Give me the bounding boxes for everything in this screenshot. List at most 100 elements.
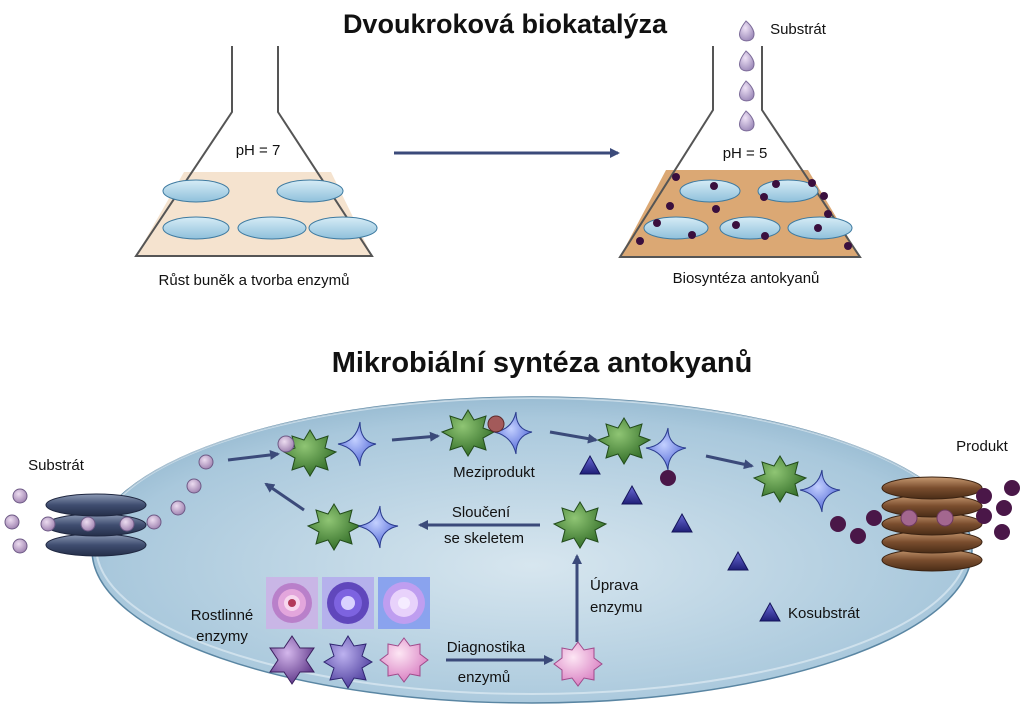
cell (237, 216, 307, 240)
product-dot (712, 205, 720, 213)
product-dot (761, 232, 769, 240)
plant-enzyme-icon (379, 637, 429, 683)
cell (276, 179, 344, 203)
product-in-channel (936, 509, 954, 527)
cosubstrate-triangle (671, 512, 693, 533)
left-flask-outline (134, 46, 374, 257)
cosubstrate-legend-triangle (759, 601, 781, 622)
pathway-arrows (227, 430, 754, 665)
green-enzyme-icon (752, 455, 808, 503)
cosubstrate-triangle (727, 550, 749, 571)
cell (719, 216, 781, 240)
substrate-molecule (186, 478, 202, 494)
substrate-molecule (4, 514, 20, 530)
product-dot (672, 173, 680, 181)
substrate-molecule (40, 516, 56, 532)
modification-label-2: enzymu (590, 599, 643, 616)
product-dot (824, 210, 832, 218)
green-enzyme-icon (440, 409, 496, 457)
product-dot (760, 193, 768, 201)
product-molecule (830, 516, 846, 532)
green-enzyme-icon (596, 417, 652, 465)
substrate-molecules (4, 454, 214, 554)
right-flask-outline (618, 46, 862, 258)
substrate-label: Substrát (28, 457, 85, 474)
enzyme-pair-3 (596, 417, 687, 471)
product-in-channel (900, 509, 918, 527)
arrow-substrate-to-enzyme (227, 449, 280, 462)
product-dot (808, 179, 816, 187)
cosubstrate-label: Kosubstrát (788, 605, 861, 622)
cell (643, 216, 709, 240)
product-molecule (850, 528, 866, 544)
plant-enzymes-label-1: Rostlinné (191, 607, 254, 624)
product-dot (653, 219, 661, 227)
cell (308, 216, 378, 240)
product-dot (732, 221, 740, 229)
substrate-molecule (12, 488, 28, 504)
plant-enzymes-label-2: enzymy (196, 628, 248, 645)
flower-icon (272, 583, 312, 623)
plant-enzyme-icon (323, 635, 373, 689)
bound-intermediate (487, 415, 505, 433)
product-dot (844, 242, 852, 250)
cell (679, 179, 741, 203)
cosubstrate-triangle (579, 454, 601, 475)
blue-enzyme-icon (799, 469, 841, 513)
product-molecules (660, 470, 1020, 544)
product-dot (710, 182, 718, 190)
substrate-molecule (170, 500, 186, 516)
cosubstrate-triangle (621, 484, 643, 505)
product-molecule (996, 500, 1012, 516)
microbial-cell (91, 396, 973, 704)
bottom-title: Mikrobiální syntéza antokyanů (332, 347, 753, 379)
green-enzyme-icon (282, 429, 338, 477)
cell (162, 216, 230, 240)
green-enzyme-icon (306, 503, 362, 551)
diagnostics-label-2: enzymů (458, 669, 511, 686)
plant-enzyme-stars (269, 635, 429, 689)
product-dot (666, 202, 674, 210)
right-flask-caption: Biosyntéza antokyanů (673, 270, 820, 287)
product-dot (688, 231, 696, 239)
substrate-drop (739, 50, 755, 72)
substrate-molecule (119, 516, 135, 532)
top-title: Dvoukroková biokatalýza (343, 9, 668, 39)
product-molecule (976, 488, 992, 504)
enzyme-pair-1 (277, 421, 377, 477)
substrate-drops (739, 20, 755, 132)
blue-enzyme-icon (337, 421, 377, 467)
left-flask-ph: pH = 7 (236, 142, 281, 159)
plant-enzyme-icon (269, 635, 315, 685)
left-flask-caption: Růst buněk a tvorba enzymů (159, 272, 350, 289)
substrate-drop (739, 110, 755, 132)
blue-enzyme-icon (493, 411, 533, 455)
product-molecule (976, 508, 992, 524)
substrate-molecule (12, 538, 28, 554)
substrate-molecule (198, 454, 214, 470)
product-molecule (994, 524, 1010, 540)
product-channel (881, 476, 983, 572)
substrate-drop (739, 80, 755, 102)
right-flask-ph: pH = 5 (723, 145, 768, 162)
plant-flower-tiles (266, 577, 430, 629)
fusion-label-2: se skeletem (444, 530, 524, 547)
substrate-drop (739, 20, 755, 42)
arrow-to-step3 (549, 430, 598, 444)
arrow-to-final (705, 454, 754, 470)
product-dot (820, 192, 828, 200)
arrow-to-intermediate (391, 431, 440, 442)
top-substrate-label: Substrát (770, 21, 827, 38)
product-molecule (1004, 480, 1020, 496)
enzyme-pair-4 (752, 455, 841, 513)
product-molecule (660, 470, 676, 486)
cell (162, 179, 230, 203)
flower-icon (327, 582, 369, 624)
modification-label-1: Úprava (590, 577, 639, 594)
selected-enzyme-icon (553, 641, 603, 687)
substrate-channel (45, 493, 147, 557)
product-dot (636, 237, 644, 245)
bound-substrate (277, 435, 295, 453)
blue-enzyme-icon (357, 505, 399, 549)
